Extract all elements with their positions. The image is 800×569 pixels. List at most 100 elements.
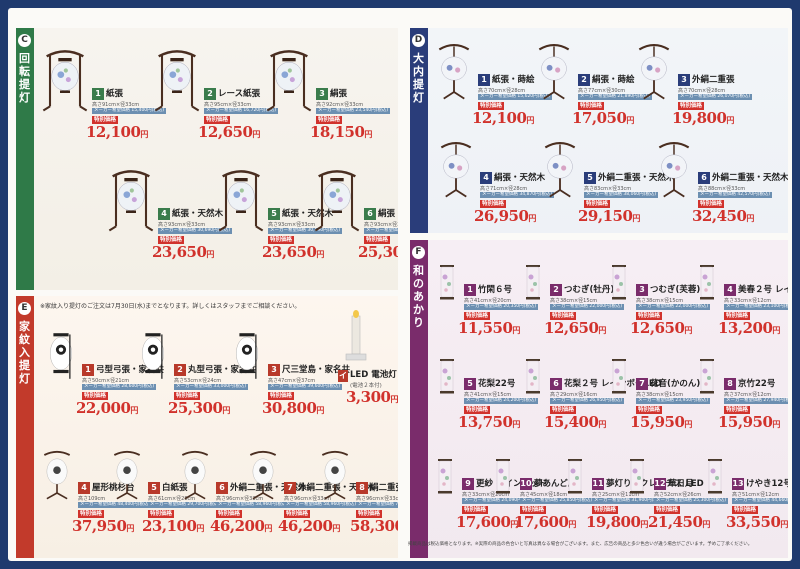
product-price: 12,650円 [198,123,260,141]
price-amount: 33,550 [726,513,781,531]
maker-price-label: メーカー希望価格 58,960円(税込) [216,502,291,508]
product-number-badge: 11 [592,478,604,490]
maker-price-label: メーカー希望価格 38,060円(税込) [584,192,659,198]
product-number-badge: 2 [550,284,562,296]
lamp-illustration [440,141,472,198]
lamp-illustration [700,359,714,394]
special-price-badge: 特別価格 [174,392,201,400]
product-dimensions: 高さ95cm×径33cm [204,102,252,108]
price-amount: 21,450 [648,513,703,531]
product-number-badge: 5 [584,172,596,184]
product-name: 屋形桃杉台 [92,483,135,493]
special-price-badge: 特別価格 [364,236,391,244]
price-amount: 19,800 [586,513,641,531]
price-unit: 円 [640,519,648,529]
product-name: 絹張・天然木 [494,173,546,183]
special-price-badge: 特別価格 [268,236,295,244]
special-price-badge: 特別価格 [148,510,175,518]
special-price-badge: 特別価格 [578,102,605,110]
price-unit: 円 [568,519,576,529]
price-unit: 円 [222,405,230,415]
price-unit: 円 [206,249,214,259]
product-price: 15,950円 [718,413,780,431]
product-name: つむぎ(芙蓉) [650,285,701,295]
product-dimensions: 高さ25cm×径11cm [592,492,640,498]
special-price-badge: 特別価格 [356,510,383,518]
product-name: 尺三堂島・家名共 [282,365,351,375]
product-name: 華日月 [668,479,694,489]
product-price: 33,550円 [726,513,788,531]
price-unit: 円 [140,129,148,139]
product-dimensions: 高さ45cm×径18cm [520,492,568,498]
special-price-badge: 特別価格 [592,506,619,514]
lamp-illustration [658,141,690,198]
section-f-band: F 和のあかり [410,240,428,558]
product-dimensions: 高さ109cm [78,496,106,502]
lamp-illustration [568,459,582,494]
price-amount: 11,550 [458,319,513,337]
maker-price-label: メーカー希望価格 23,540円(税込) [316,108,391,114]
product-name: 外絹二重張 [692,75,735,85]
price-amount: 46,200 [278,517,333,535]
product-price: 15,950円 [630,413,692,431]
product-number-badge: 1 [478,74,490,86]
product-price: 29,150円 [578,207,640,225]
price-unit: 円 [702,519,710,529]
product-dimensions: 高さ38cm×径15cm [636,298,684,304]
special-price-badge: 特別価格 [480,200,507,208]
product-number-badge: 4 [158,208,170,220]
maker-price-label: メーカー希望価格 15,400円(税込) [92,108,167,114]
lamp-illustration [538,43,570,100]
product-price: 12,100円 [86,123,148,141]
product-name: 絹二重張・飾り台付 [370,483,398,493]
product-dimensions: 高さ33cm×径20cm [462,492,510,498]
product-name: 紙張・蒔絵 [492,75,535,85]
product-price: 11,550円 [458,319,520,337]
product-price: 12,650円 [630,319,692,337]
lamp-illustration [708,459,722,494]
product-dimensions: 高さ41cm×径20cm [464,298,512,304]
price-unit: 円 [252,129,260,139]
led-number-badge: イ [338,370,348,382]
price-unit: 円 [528,213,536,223]
product-name: 花音(かのん) [650,379,701,389]
product-dimensions: 高さ70cm×径28cm [678,88,726,94]
lamp-illustration [496,459,510,494]
price-unit: 円 [196,523,204,533]
price-amount: 37,950 [72,517,127,535]
maker-price-label: メーカー希望価格 42,570円(税込) [698,192,773,198]
maker-price-label: メーカー希望価格 16,720円(税込) [204,108,279,114]
product-name: 絹張・天然木 [378,209,398,219]
product-name: 外絹二重張・天然木 [298,483,375,493]
led-sub: (電池２本付) [350,383,382,389]
price-amount: 26,950 [474,207,529,225]
price-amount: 25,300 [358,243,398,261]
special-price-badge: 特別価格 [204,116,231,124]
led-name: LED 電池灯 [350,370,397,380]
lamp-illustration [142,333,164,379]
special-price-badge: 特別価格 [550,312,577,320]
maker-price-label: メーカー希望価格 22,000円(税込) [550,304,625,310]
price-unit: 円 [780,519,788,529]
product-price: 46,200円 [210,517,272,535]
maker-price-label: メーカー希望価格 30,690円(税込) [268,228,343,234]
price-amount: 25,300 [168,399,223,417]
special-price-badge: 特別価格 [158,236,185,244]
section-f-title: 和のあかり [413,264,424,329]
product-number-badge: 10 [520,478,532,490]
section-c-band: C 回転提灯 [16,28,34,290]
product-name: 更紗 ウインレッド [476,479,547,489]
price-unit: 円 [264,523,272,533]
lamp-illustration [638,43,670,100]
lamp-illustration [42,50,88,112]
lamp-illustration [630,459,644,494]
